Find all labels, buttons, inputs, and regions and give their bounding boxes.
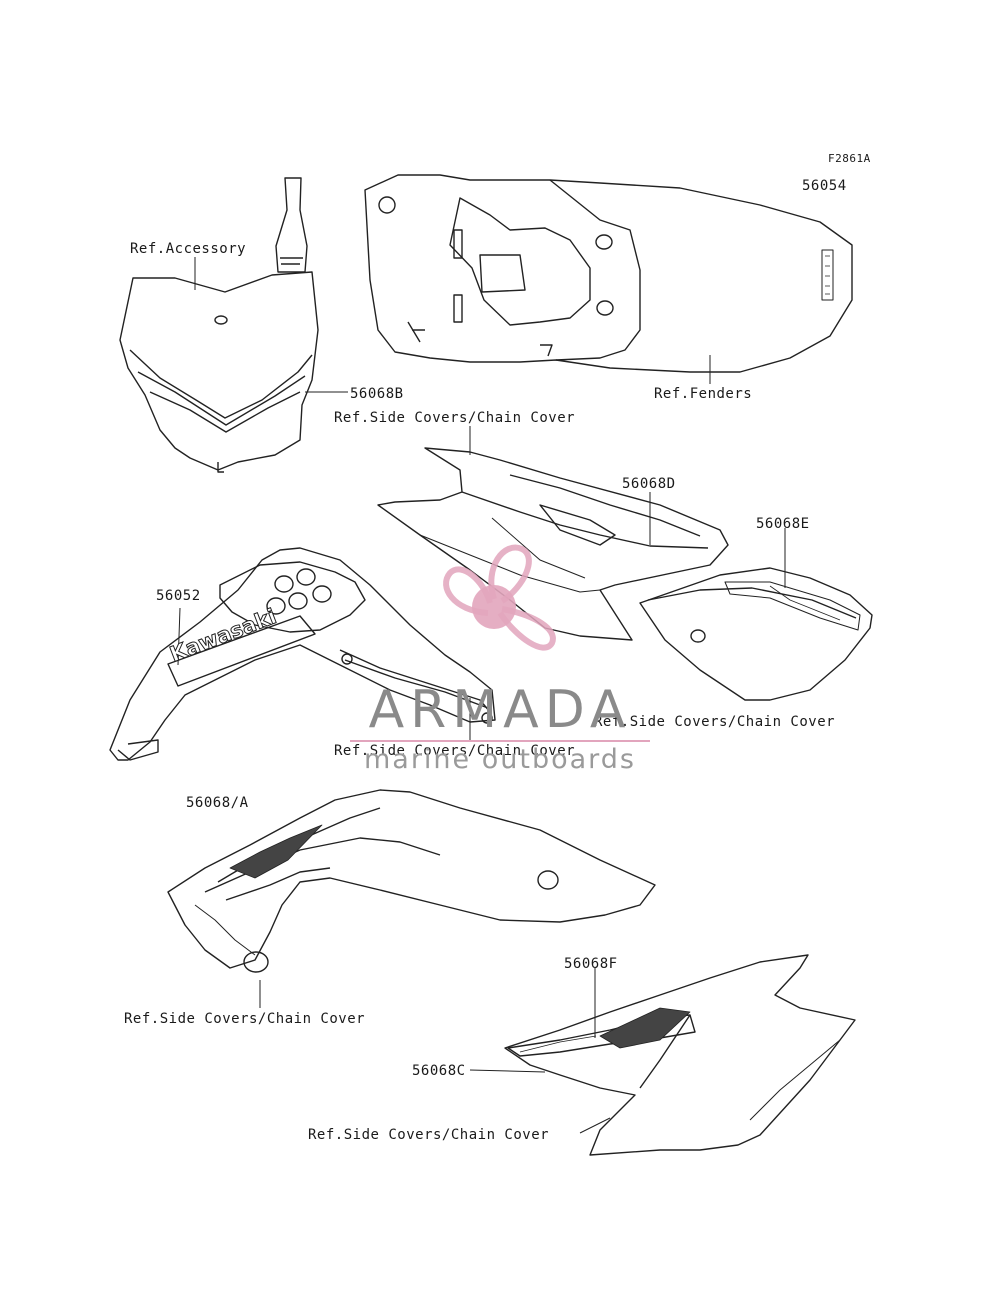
front-number-plate	[119, 177, 319, 473]
part-number-56068a[interactable]: 56068/A	[186, 795, 249, 811]
watermark-title: ARMADA	[368, 680, 632, 740]
part-number-56068c[interactable]: 56068C	[412, 1063, 466, 1079]
ref-fenders-label[interactable]: Ref.Fenders	[654, 386, 753, 402]
ref-side-covers-label-4[interactable]: Ref.Side Covers/Chain Cover	[124, 1011, 366, 1027]
watermark-subtitle: marine outboards	[363, 744, 636, 775]
propeller-logo-icon	[443, 544, 556, 651]
figure-code: F2861A	[828, 152, 871, 165]
lower-side-cover	[504, 954, 856, 1156]
part-number-56068b[interactable]: 56068B	[350, 386, 404, 402]
ref-side-covers-label-2[interactable]: Ref.Side Covers/Chain Cover	[594, 714, 836, 730]
ref-side-covers-label-1[interactable]: Ref.Side Covers/Chain Cover	[334, 410, 576, 426]
part-number-56068e[interactable]: 56068E	[756, 516, 810, 532]
part-number-56068f[interactable]: 56068F	[564, 956, 618, 972]
part-number-56068d[interactable]: 56068D	[622, 476, 676, 492]
ref-side-covers-label-3[interactable]: Ref.Side Covers/Chain Cover	[334, 743, 576, 759]
ref-accessory-label[interactable]: Ref.Accessory	[130, 241, 247, 257]
leader-lines	[177, 257, 786, 1134]
watermark-divider	[350, 740, 650, 742]
lower-side-decal	[167, 789, 656, 973]
rear-fender	[364, 174, 853, 373]
part-number-56054[interactable]: 56054	[802, 178, 847, 194]
radiator-shroud	[109, 547, 496, 761]
side-number-panel	[639, 567, 873, 701]
side-cover-upper	[377, 447, 729, 641]
part-number-56052[interactable]: 56052	[156, 588, 201, 604]
ref-side-covers-label-5[interactable]: Ref.Side Covers/Chain Cover	[308, 1127, 550, 1143]
